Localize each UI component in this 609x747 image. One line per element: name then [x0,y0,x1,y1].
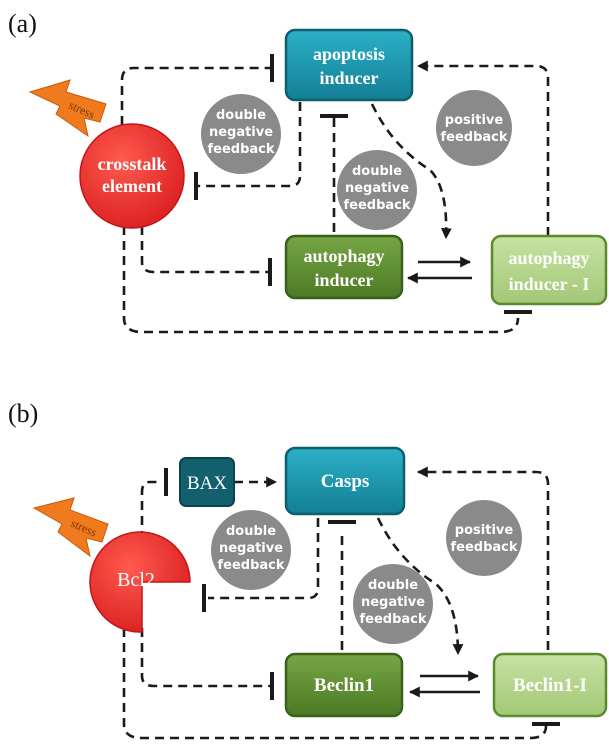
dnf-center-line3: feedback [343,198,410,213]
dnf-center-circle-b: double negative feedback [353,564,433,644]
dnf-left-line1: double [216,108,266,123]
dnf-left-circle-a: double negative feedback [201,94,281,174]
autophagy-line1: autophagy [303,246,384,266]
bax-node: BAX [179,457,235,507]
positive-feedback-arrow-b [416,466,550,650]
dnf-center-b-line1: double [368,578,418,593]
apoptosis-line2: inducer [319,68,378,88]
crosstalk-element-node: crosstalk element [79,123,185,229]
crosstalk-line1: crosstalk [98,154,167,174]
apoptosis-to-crosstalk-line [198,102,302,188]
dnf-center-line2: negative [345,181,409,196]
beclin1-i-label: Beclin1-I [513,675,587,696]
beclin1-i-node: Beclin1-I [492,652,608,718]
dnf-left-b-line2: negative [219,541,283,556]
panel-a-label: (a) [8,9,37,38]
apoptosis-line1: apoptosis [313,44,385,64]
bax-label: BAX [187,473,227,494]
dnf-left-line3: feedback [207,142,274,157]
apoptosis-inducer-node: apoptosis inducer [284,28,414,102]
panel-b-equilibrium [408,670,480,698]
autophagy-line2: inducer [314,270,373,290]
pf-line1: positive [445,113,504,128]
panel-b-connectors [122,466,560,740]
dnf-left-b-line3: feedback [217,558,284,573]
casps-to-beclin1-i-arrow [376,517,464,656]
autophagy-i-line1: autophagy [508,248,589,268]
dnf-center-line1: double [352,164,402,179]
stress-bolt-b: stress [32,497,109,558]
crosstalk-line2: element [102,176,162,196]
crosstalk-to-autophagy-line [140,226,268,274]
casps-to-bcl2-line [208,518,320,600]
casps-node: Casps [284,446,406,516]
panel-a-equilibrium [406,256,472,284]
positive-feedback-circle-a: positive feedback [436,90,512,166]
pf-line2: feedback [440,130,507,145]
panel-b-label: (b) [8,399,38,428]
pf-b-line2: feedback [450,540,517,555]
positive-feedback-arrow [416,60,550,236]
dnf-left-circle-b: double negative feedback [211,510,291,590]
bcl2-label: Bcl2 [117,569,155,591]
dnf-center-b-line3: feedback [359,612,426,627]
dnf-left-b-line1: double [226,524,276,539]
autophagy-inducer-i-node: autophagy inducer - I [490,234,608,306]
bcl2-to-beclin1-line [140,628,270,688]
crosstalk-to-apoptosis-line [120,66,270,125]
dnf-left-line2: negative [209,125,273,140]
positive-feedback-circle-b: positive feedback [446,500,522,576]
stress-bolt-a: stress [28,79,107,138]
bcl2-node: Bcl2 [89,531,191,633]
panel-b: (b) [8,399,608,740]
beclin1-node: Beclin1 [284,652,404,718]
pf-b-line1: positive [455,523,514,538]
crosstalk-to-inducer-i-line [122,226,520,334]
autophagy-i-line2: inducer - I [509,274,590,294]
panel-a-connectors [120,54,550,334]
autophagy-inducer-node: autophagy inducer [284,234,404,300]
panel-a: (a) [8,9,608,334]
dnf-center-b-line2: negative [361,595,425,610]
bcl2-to-beclin1-i-line [122,628,548,740]
casps-label: Casps [321,471,370,492]
beclin1-label: Beclin1 [314,675,374,696]
bcl2-to-bax-line [140,480,162,540]
dnf-center-circle-a: double negative feedback [337,150,417,230]
